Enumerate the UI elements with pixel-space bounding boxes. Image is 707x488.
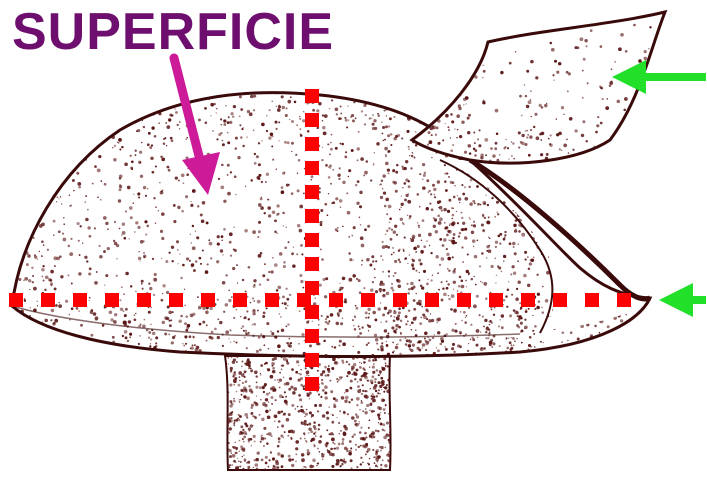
peeled-skin-flap bbox=[409, 8, 671, 171]
mushroom-stem bbox=[221, 353, 396, 474]
green-arrow-icon bbox=[659, 283, 706, 317]
superficie-label: SUPERFICIE bbox=[12, 2, 334, 62]
